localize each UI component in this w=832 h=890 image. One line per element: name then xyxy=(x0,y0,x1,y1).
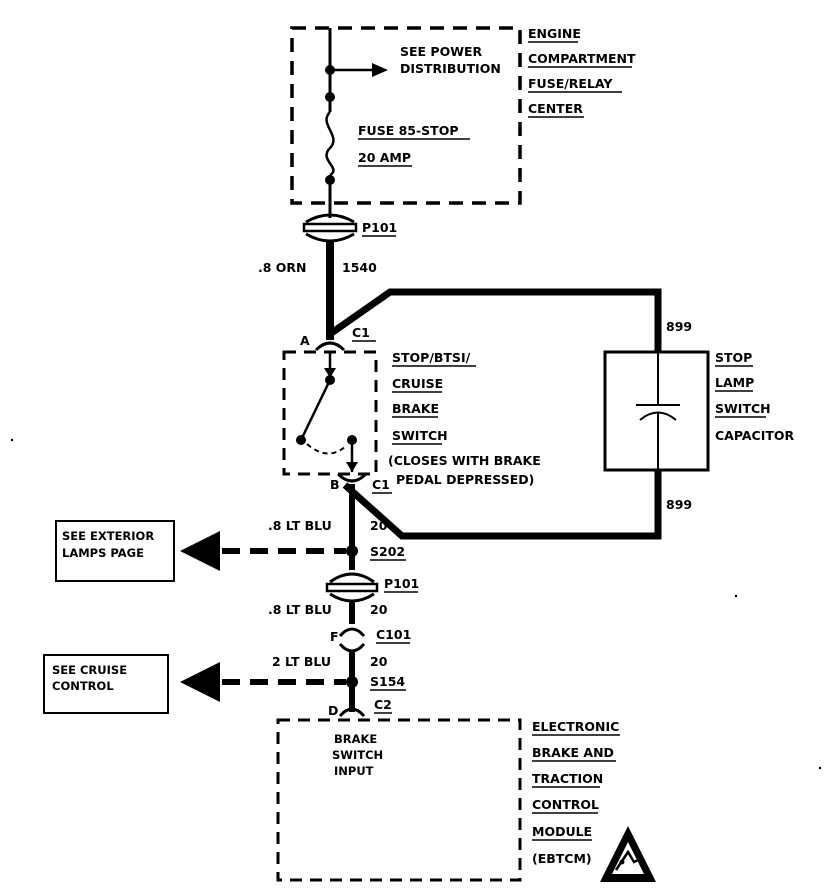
ltblu2-gauge-label: .8 LT BLU xyxy=(268,602,332,617)
c1-top-label: C1 xyxy=(352,325,370,340)
power-distribution-ref-1: SEE POWER xyxy=(400,44,483,59)
p101-bottom-label: P101 xyxy=(384,576,419,591)
power-distribution-ref-2: DISTRIBUTION xyxy=(400,61,501,76)
p101-top-connector: P101 xyxy=(302,203,397,243)
s202-splice: S202 xyxy=(180,531,406,571)
capacitor-label-3: SWITCH xyxy=(715,401,771,416)
ltblu1-gauge-label: .8 LT BLU xyxy=(268,518,332,533)
fuse-label-2: 20 AMP xyxy=(358,150,411,165)
exterior-lamps-ref-2: LAMPS PAGE xyxy=(62,546,144,560)
capacitor-label-2: LAMP xyxy=(715,375,754,390)
esd-warning-icon xyxy=(600,826,656,882)
ebtcm-input-2: SWITCH xyxy=(332,748,383,762)
ebtcm-label-2: BRAKE AND xyxy=(532,745,614,760)
ebtcm-label-5: MODULE xyxy=(532,824,592,839)
ebtcm-input-3: INPUT xyxy=(334,764,374,778)
brake-switch: A C1 B C1 STOP/BTSI/ CRUISE BRAKE SWITCH… xyxy=(282,325,541,494)
scan-speck xyxy=(10,438,14,442)
ltblu1-circuit-label: 20 xyxy=(370,518,388,533)
orn-circuit-label: 1540 xyxy=(342,260,377,275)
ebtcm-label-3: TRACTION xyxy=(532,771,603,786)
brake-switch-label-1: STOP/BTSI/ xyxy=(392,350,471,365)
fuse-center-label-3: FUSE/RELAY xyxy=(528,76,613,91)
fuse-symbol-icon xyxy=(325,111,335,177)
scan-speck xyxy=(734,594,738,598)
switch-blade-icon xyxy=(300,379,332,439)
cruise-control-ref: SEE CRUISE CONTROL xyxy=(43,654,169,714)
stop-lamp-switch-capacitor: STOP LAMP SWITCH CAPACITOR xyxy=(603,350,795,472)
ltblu2-circuit-label: 20 xyxy=(370,602,388,617)
p101-top-label: P101 xyxy=(362,220,397,235)
wire-orn-1540: .8 ORN 1540 xyxy=(258,240,377,340)
cruise-control-ref-1: SEE CRUISE xyxy=(52,663,127,677)
c101-pin-label: F xyxy=(330,629,339,644)
brake-switch-label-4: SWITCH xyxy=(392,428,448,443)
c1-bottom-label: C1 xyxy=(372,477,390,492)
exterior-lamps-arrow-icon xyxy=(180,531,220,571)
ebtcm-input-1: BRAKE xyxy=(334,732,377,746)
ltblu3-gauge-label: 2 LT BLU xyxy=(272,654,331,669)
brake-switch-note-2: PEDAL DEPRESSED) xyxy=(396,472,534,487)
brake-switch-label-2: CRUISE xyxy=(392,376,443,391)
c2-pin-label: D xyxy=(328,703,338,718)
capacitor-label-1: STOP xyxy=(715,350,752,365)
cap-circuit-top-label: 899 xyxy=(666,319,692,334)
ebtcm-module: BRAKE SWITCH INPUT ELECTRONIC BRAKE AND … xyxy=(276,718,656,882)
ebtcm-label-1: ELECTRONIC xyxy=(532,719,619,734)
fuse-center-label-2: COMPARTMENT xyxy=(528,51,636,66)
fuse-center-label-1: ENGINE xyxy=(528,26,581,41)
fuse-relay-center: ENGINE COMPARTMENT FUSE/RELAY CENTER SEE… xyxy=(290,26,636,205)
wire-lt-blu-20-b: .8 LT BLU 20 xyxy=(268,600,388,624)
c101-connector: F C101 xyxy=(330,627,411,653)
cruise-control-arrow-icon xyxy=(180,662,220,702)
wire-899: 899 899 xyxy=(327,288,692,540)
ebtcm-label-6: (EBTCM) xyxy=(532,851,592,866)
cap-circuit-bottom-label: 899 xyxy=(666,497,692,512)
exterior-lamps-ref-1: SEE EXTERIOR xyxy=(62,529,154,543)
c1-top-pin-label: A xyxy=(300,333,310,348)
s202-label: S202 xyxy=(370,544,405,559)
p101-bottom-connector: P101 xyxy=(325,572,419,603)
ltblu3-circuit-label: 20 xyxy=(370,654,388,669)
s154-label: S154 xyxy=(370,674,405,689)
brake-switch-label-3: BRAKE xyxy=(392,401,439,416)
exterior-lamps-ref: SEE EXTERIOR LAMPS PAGE xyxy=(55,520,175,582)
c1-bottom-pin-label: B xyxy=(330,477,340,492)
s154-splice: S154 xyxy=(180,662,406,702)
cruise-control-ref-2: CONTROL xyxy=(52,679,114,693)
scan-speck xyxy=(818,766,822,770)
c2-connector: D C2 xyxy=(328,697,392,718)
c101-label: C101 xyxy=(376,627,411,642)
fuse-label-1: FUSE 85-STOP xyxy=(358,123,458,138)
brake-switch-note-1: (CLOSES WITH BRAKE xyxy=(388,453,541,468)
orn-gauge-label: .8 ORN xyxy=(258,260,307,275)
capacitor-label-4: CAPACITOR xyxy=(715,428,795,443)
c2-label: C2 xyxy=(374,697,392,712)
ebtcm-label-4: CONTROL xyxy=(532,797,599,812)
fuse-center-label-4: CENTER xyxy=(528,101,583,116)
